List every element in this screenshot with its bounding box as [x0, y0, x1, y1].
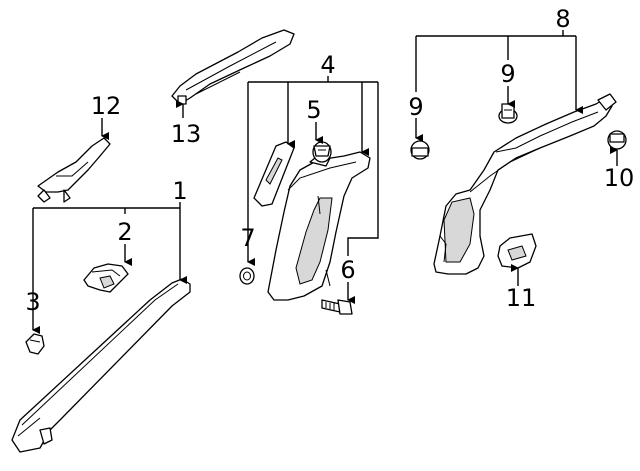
- callout-4: 4: [320, 51, 335, 79]
- part-5-clip: [312, 141, 332, 163]
- part-4-insert: [253, 141, 295, 207]
- part-7-grommet: [239, 267, 255, 285]
- callout-9-left: 9: [408, 93, 423, 121]
- callout-8: 8: [555, 5, 570, 33]
- part-12-bracket: [37, 137, 111, 203]
- part-10-clip: [607, 130, 627, 150]
- part-1-pillar-trim: [11, 278, 191, 453]
- callout-5: 5: [306, 96, 321, 124]
- callout-2: 2: [117, 218, 132, 246]
- callout-11: 11: [506, 284, 537, 312]
- part-13-strip: [171, 29, 295, 105]
- callout-labels: 1 2 3 4 5 6 7 8 9 9 10 11 12 13: [25, 5, 634, 316]
- part-6-screw: [321, 299, 353, 315]
- callout-13: 13: [171, 120, 202, 148]
- part-3-clip: [25, 333, 45, 355]
- callout-1: 1: [172, 177, 187, 205]
- part-11-bracket: [497, 233, 537, 269]
- part-9-clip-right: [498, 103, 518, 124]
- part-4-center-pillar-trim: [267, 151, 371, 301]
- callout-7: 7: [240, 224, 255, 252]
- part-9-clip-left: [410, 140, 430, 160]
- callout-12: 12: [91, 92, 122, 120]
- part-2-clip: [83, 263, 129, 293]
- callout-9-right: 9: [500, 60, 515, 88]
- callout-6: 6: [340, 256, 355, 284]
- callout-3: 3: [25, 288, 40, 316]
- leader-lines: [32, 30, 618, 334]
- callout-10: 10: [604, 164, 635, 192]
- part-8-pillar-trim: [433, 93, 617, 275]
